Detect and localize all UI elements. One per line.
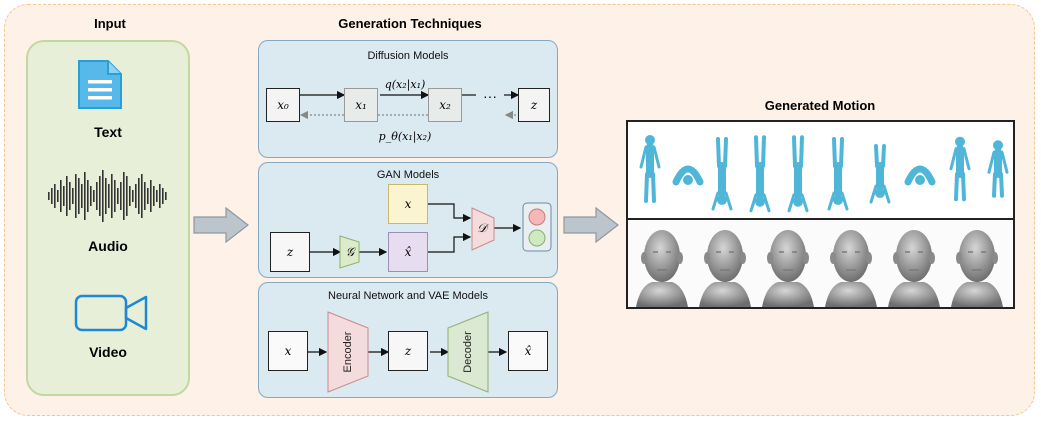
head-model bbox=[825, 230, 877, 307]
head-model bbox=[762, 230, 814, 307]
body-pose bbox=[869, 144, 891, 204]
diffusion-ellipsis: ··· bbox=[483, 88, 497, 104]
diffusion-node-x0: x₀ bbox=[266, 88, 300, 122]
diffusion-node-x2: x₂ bbox=[428, 88, 462, 122]
body-pose bbox=[827, 137, 849, 211]
video-camera-icon bbox=[74, 294, 148, 332]
right-arrow-icon bbox=[193, 206, 249, 244]
forward-process-label: q(x₂|x₁) bbox=[384, 78, 426, 91]
diffusion-node-z: z bbox=[518, 88, 550, 122]
vae-title: Neural Network and VAE Models bbox=[328, 290, 488, 302]
input-heading: Input bbox=[94, 16, 126, 31]
body-pose bbox=[749, 135, 771, 213]
body-pose bbox=[949, 136, 971, 202]
vae-latent-z: z bbox=[388, 331, 428, 371]
vae-input-x: x bbox=[268, 331, 308, 371]
generator-label: 𝒢 bbox=[345, 245, 355, 259]
vae-output-xhat: x̂ bbox=[508, 331, 548, 371]
head-model bbox=[888, 230, 940, 307]
waveform-icon bbox=[48, 170, 167, 222]
gan-arrows bbox=[310, 203, 522, 269]
diffusion-title: Diffusion Models bbox=[367, 50, 449, 62]
decoder-label: Decoder bbox=[462, 331, 474, 373]
discriminator-label: 𝒟 bbox=[477, 221, 487, 235]
head-model bbox=[636, 230, 688, 307]
motion-divider bbox=[628, 218, 1013, 220]
document-icon bbox=[78, 60, 122, 109]
gan-title: GAN Models bbox=[376, 169, 440, 181]
reverse-process-label: p_θ(x₁|x₂) bbox=[378, 130, 432, 143]
encoder-label: Encoder bbox=[342, 331, 354, 373]
body-pose bbox=[711, 137, 733, 211]
body-pose bbox=[787, 135, 809, 213]
gan-noise-z: z bbox=[270, 232, 310, 272]
real-fake-indicator-icon bbox=[522, 202, 552, 252]
gan-fake-xhat: x̂ bbox=[388, 232, 428, 272]
vae-arrows bbox=[308, 311, 508, 393]
generation-heading: Generation Techniques bbox=[338, 16, 482, 31]
diffusion-panel bbox=[258, 40, 558, 158]
diffusion-arrows bbox=[299, 90, 520, 120]
right-arrow-icon bbox=[563, 206, 619, 244]
text-label: Text bbox=[94, 124, 122, 140]
video-label: Video bbox=[89, 344, 127, 360]
face-motion-sequence bbox=[628, 220, 1013, 307]
gan-real-x: x bbox=[388, 184, 428, 224]
body-pose bbox=[987, 140, 1009, 198]
diffusion-node-x1: x₁ bbox=[344, 88, 378, 122]
head-model bbox=[699, 230, 751, 307]
body-pose bbox=[639, 135, 661, 203]
body-motion-sequence bbox=[639, 135, 1009, 213]
body-pose bbox=[672, 165, 704, 186]
generated-motion-heading: Generated Motion bbox=[764, 98, 876, 113]
audio-label: Audio bbox=[88, 238, 128, 254]
generated-motion-panel bbox=[626, 120, 1015, 309]
head-model bbox=[951, 230, 1003, 307]
body-pose bbox=[904, 165, 936, 186]
